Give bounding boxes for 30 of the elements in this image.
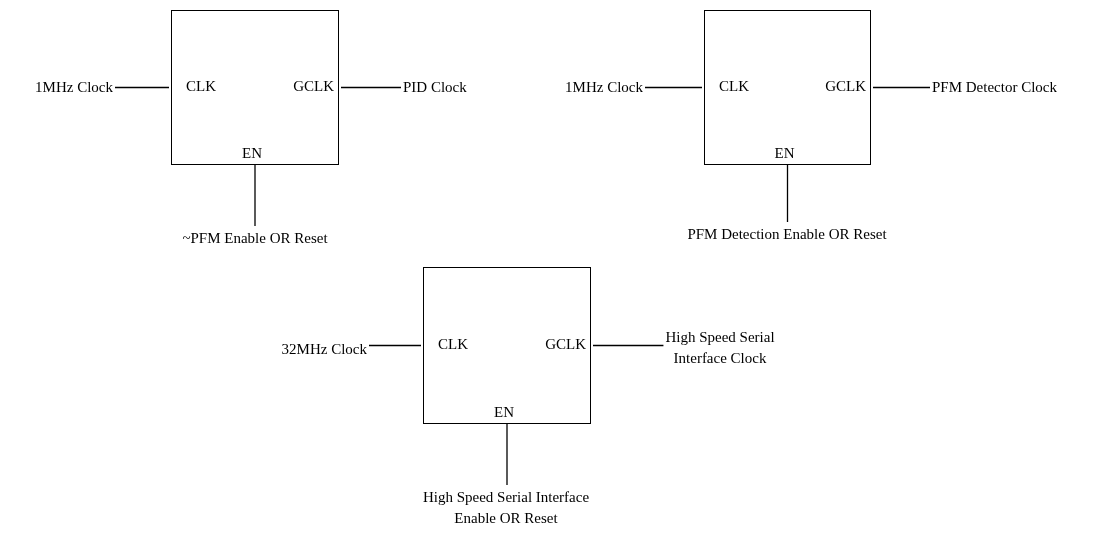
signal-line [114,86,170,89]
signal-line [786,164,789,223]
signal-label: 1MHz Clock [0,77,113,98]
signal-line [340,86,402,89]
clock-input-pin-label: CLK [719,76,749,95]
signal-line [506,423,508,486]
clock-input-pin-label: CLK [438,334,468,353]
signal-line [368,344,422,347]
clock-gate-block [171,10,339,165]
signal-line [592,344,665,347]
gated-clock-output-pin-label: GCLK [293,76,334,95]
signal-line [254,164,256,227]
gated-clock-output-pin-label: GCLK [545,334,586,353]
clock-input-pin-label: CLK [186,76,216,95]
signal-label: 1MHz Clock [530,77,643,98]
enable-pin-label: EN [774,144,795,162]
enable-pin-label: EN [494,403,514,421]
enable-pin-label: EN [242,144,262,162]
signal-label: ~PFM Enable OR Reset [140,228,370,249]
signal-label: PFM Detector Clock [932,77,1102,98]
signal-label: High Speed Serial Interface Clock [640,327,800,369]
signal-label: High Speed Serial Interface Enable OR Reset [411,487,601,529]
signal-label: PFM Detection Enable OR Reset [687,224,887,245]
clock-gate-block [423,267,591,424]
signal-line [644,86,703,89]
clock-gate-block [704,10,871,165]
signal-line [872,86,931,89]
signal-label: PID Clock [403,77,523,98]
gated-clock-output-pin-label: GCLK [825,76,866,95]
signal-label: 32MHz Clock [240,339,367,360]
